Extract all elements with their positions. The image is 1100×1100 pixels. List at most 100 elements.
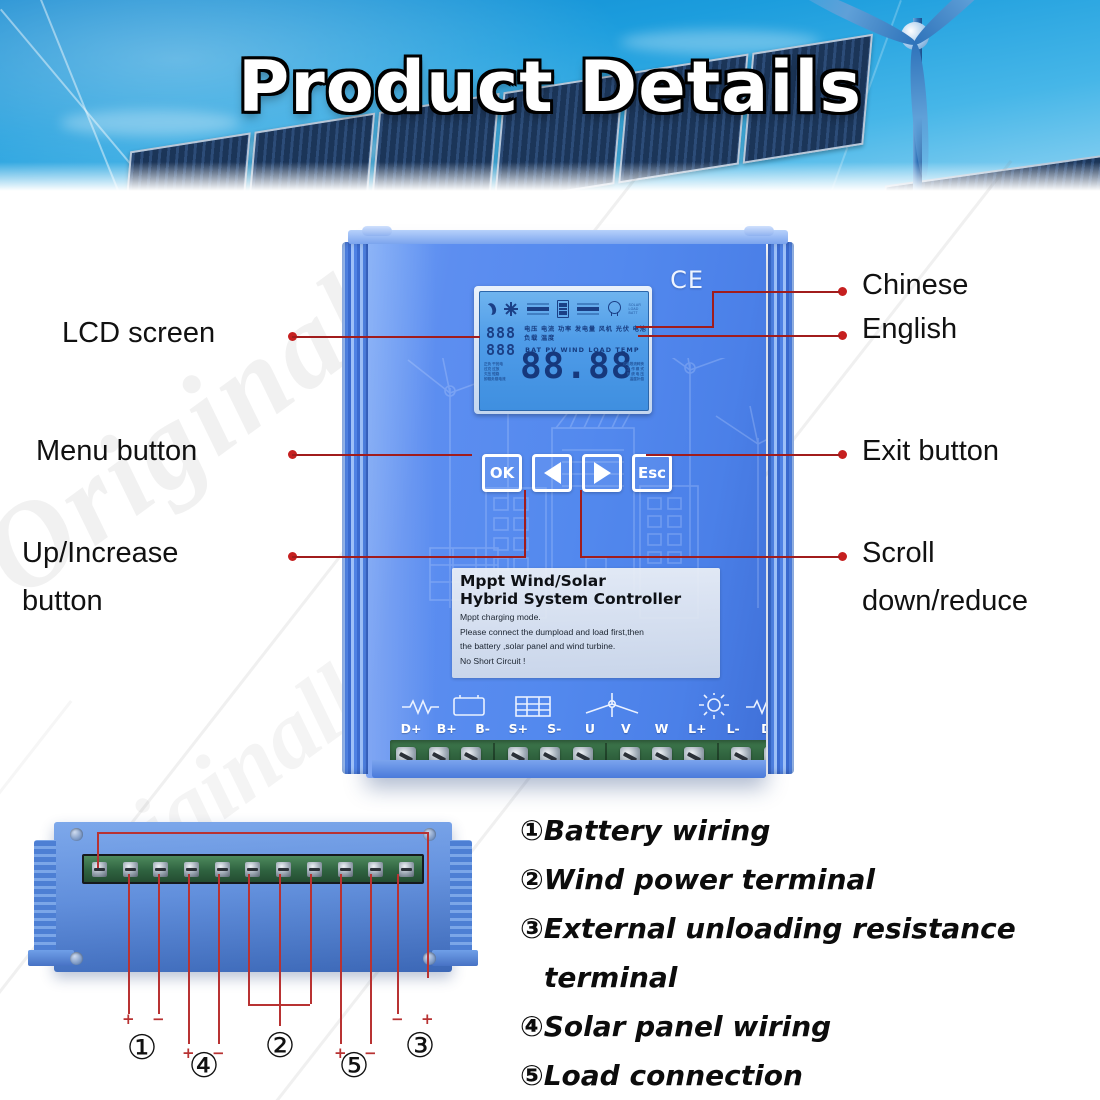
lcd-digits-row2: 888 [486,341,517,359]
esc-button[interactable]: Esc [632,454,672,492]
bolt-icon [70,828,83,841]
ce-mark: CE [670,266,704,294]
plate-body-line2: Please connect the dumpload and load fir… [460,626,644,637]
callout-dot [838,450,847,459]
list-item: ①Battery wiring [520,814,771,847]
bolt-icon [423,952,436,965]
left-arrow-button[interactable] [532,454,572,492]
lcd-main-value: 88.88 [520,346,634,387]
list-item: ④Solar panel wiring [520,1010,832,1043]
device-sheen [366,238,436,778]
lcd-row-english: 888 BAT PV WIND LOAD TEMP [486,341,640,359]
polarity-minus: − [152,1010,165,1028]
pointer-line [279,874,281,1004]
terminal-screw[interactable] [245,861,261,877]
callout-line [580,556,840,558]
pointer-line [218,874,220,1044]
terminal-label: L+ [688,721,707,736]
callout-dot [838,331,847,340]
polarity-minus: − [212,1044,225,1062]
bottom-device-image [18,812,488,992]
pointer-line [97,832,99,868]
header-banner: Product Details [0,0,1100,196]
terminal-label: D+ [400,721,422,736]
terminal-label: S+ [508,721,529,736]
right-arrow-button[interactable] [582,454,622,492]
plate-title-line2: Hybrid System Controller [460,589,682,608]
terminal-screw[interactable] [153,861,169,877]
moon-icon [485,302,497,316]
lcd-digits-row1: 888 [486,324,517,342]
lcd-row-chinese: 888 电压 电流 功率 发电量 风机 光伏 电池 负载 温度 [486,324,648,342]
terminal-screw[interactable] [399,861,415,877]
bottom-device-body [54,822,452,972]
pointer-line [128,874,130,1014]
ok-button[interactable]: OK [482,454,522,492]
marker-5: ⑤ [338,1047,370,1085]
terminal-screw[interactable] [276,861,292,877]
terminal-screw[interactable] [184,861,200,877]
callout-scroll-label-line2: down/reduce [862,585,1029,617]
terminal-screw[interactable] [122,861,138,877]
polarity-minus: − [364,1044,377,1062]
heatsink-fins-left [34,840,56,958]
terminal-screw[interactable] [91,861,107,877]
marker-2: ② [264,1027,296,1065]
lcd-english-labels: BAT PV WIND LOAD TEMP [525,346,640,354]
bolt-icon [423,828,436,841]
marker-4: ④ [188,1047,220,1085]
callout-up-increase-label-line1: Up/Increase [22,537,179,569]
callout-line [712,291,840,293]
callout-line [638,335,840,337]
polarity-plus: + [122,1010,135,1028]
terminal-screw[interactable] [763,747,766,767]
callout-exit-button-label: Exit button [862,435,1000,467]
callout-line [524,490,526,558]
callout-menu-button-label: Menu button [36,435,198,467]
list-item: ②Wind power terminal [520,863,875,896]
plate-title-line1: Mppt Wind/Solar [460,572,606,590]
terminal-screw[interactable] [368,861,384,877]
callout-line [292,556,526,558]
callout-line [712,291,714,327]
lcd-left-status-labels: 正负 干扰电过充 过放欠压 短路卸载负载电流 [484,362,506,381]
heatsink-fins-right [768,242,794,774]
cloud [60,110,240,136]
page-title: Product Details [237,46,863,128]
device-cap-tab [362,226,392,236]
terminal-divider [605,743,608,771]
callout-line [636,326,714,328]
pointer-line [340,874,342,1044]
terminal-label: U [584,721,596,736]
banner-fade [0,162,1100,196]
list-item-continuation: terminal [544,961,678,994]
bar-indicator-icon [526,302,549,316]
heatsink-fins-left [342,242,368,774]
terminal-screw[interactable] [214,861,230,877]
bolt-icon [70,952,83,965]
polarity-minus: − [391,1010,404,1028]
pointer-line [279,1004,281,1026]
battery-icon [556,300,569,318]
terminal-label: S- [547,721,562,736]
callout-english-label: English [862,313,958,345]
list-item: ⑤Load connection [520,1059,803,1092]
polarity-plus: + [421,1010,434,1028]
plate-body-line4: No Short Circuit ! [460,655,526,666]
device-cap-tab [744,226,774,236]
bottom-terminal-block [82,854,424,884]
pointer-line [427,832,429,978]
polarity-plus: + [182,1044,195,1062]
mounting-flange-left [28,950,74,966]
callout-line [292,336,480,338]
bulb-icon [607,301,622,317]
right-arrow-icon [593,462,611,484]
terminal-screw[interactable] [337,861,353,877]
polarity-plus: + [334,1044,347,1062]
terminal-screw[interactable] [306,861,322,877]
bottom-device-face [54,822,452,972]
